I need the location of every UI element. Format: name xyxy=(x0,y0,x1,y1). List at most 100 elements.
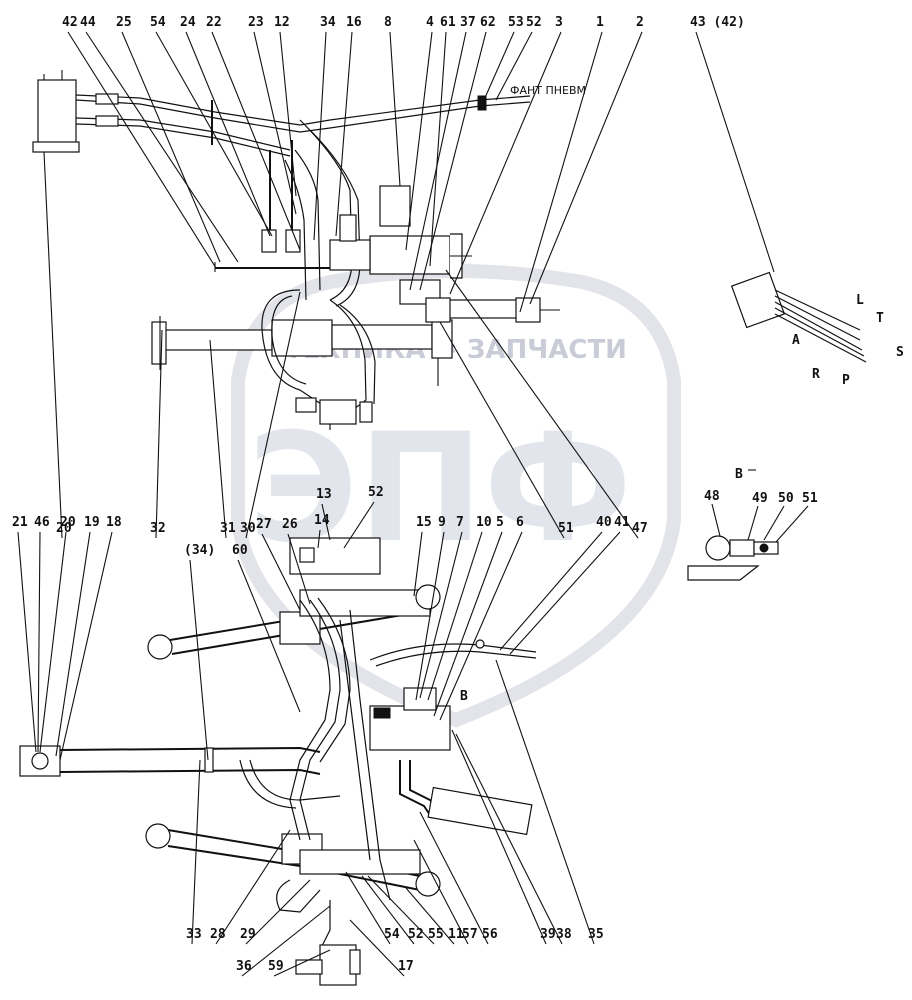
callout-top-17: 3 xyxy=(449,15,563,295)
callout-number: 2 xyxy=(636,15,644,30)
callout-number: 32 xyxy=(150,521,166,536)
callout-number: 57 xyxy=(462,927,478,942)
callout-lower_top-4: 18 xyxy=(59,515,122,761)
control-valve-block xyxy=(37,79,77,151)
callout-number: 7 xyxy=(456,515,464,530)
pipe-clamp-right xyxy=(427,786,533,836)
callout-number: 61 xyxy=(440,15,456,30)
leader-line xyxy=(37,531,41,753)
callout-lower_top-13: 9 xyxy=(415,515,446,701)
leader-line xyxy=(449,31,562,295)
callout-number: 40 xyxy=(596,515,612,530)
callout-number: 47 xyxy=(632,521,648,536)
callout-number: 60 xyxy=(232,543,248,558)
callout-number: 20 xyxy=(56,521,72,536)
callout-number: 41 xyxy=(614,515,630,530)
marker-b: В xyxy=(460,689,468,704)
leader-line xyxy=(321,503,331,541)
callout-number: 20 xyxy=(60,515,76,530)
callout-number: 9 xyxy=(438,515,446,530)
callout-lower_top-10: 52 xyxy=(343,485,384,549)
leader-line xyxy=(451,729,547,945)
leader-line xyxy=(415,531,445,701)
callout-number: 22 xyxy=(206,15,222,30)
callout-lower_top-14: 7 xyxy=(419,515,464,699)
callout-number: 3 xyxy=(555,15,563,30)
top-tag: ФАНТ ПНЕВМ xyxy=(510,84,586,97)
leader-line xyxy=(237,559,301,713)
callout-number: 56 xyxy=(482,927,498,942)
callout-number: 10 xyxy=(476,515,492,530)
leader-line xyxy=(39,531,67,753)
hydraulic-cylinder-mid xyxy=(271,319,333,357)
callout-number: 26 xyxy=(282,517,298,532)
callout-lower_top-5: (34) xyxy=(184,543,215,761)
leader-line xyxy=(85,31,239,263)
leader-line xyxy=(455,733,563,945)
leader-line xyxy=(405,31,433,251)
callout-lower_top-18: 40 xyxy=(499,515,612,651)
callout-lower_top-8: 26 xyxy=(282,517,311,605)
callout-number: 24 xyxy=(180,15,196,30)
leader-line xyxy=(43,151,63,539)
callout-number: 37 xyxy=(460,15,476,30)
inset-label-49: 49 xyxy=(752,491,768,506)
leader-line xyxy=(245,879,311,945)
leader-line xyxy=(509,531,621,655)
callout-bottom-7: 55 xyxy=(367,875,444,945)
leader-line xyxy=(483,31,515,101)
callout-top-20: 43 (42) xyxy=(690,15,775,273)
leader-line xyxy=(361,875,415,945)
hose-label-l: L xyxy=(856,293,864,308)
leader-line xyxy=(349,919,405,977)
callout-top-13: 37 xyxy=(409,15,476,291)
callout-lower_top-15: 10 xyxy=(427,515,492,701)
callout-number: 62 xyxy=(480,15,496,30)
callout-number: 28 xyxy=(210,927,226,942)
leader-line xyxy=(211,31,301,251)
callout-number: 52 xyxy=(368,485,384,500)
callout-lower_top-16: 5 xyxy=(433,515,504,717)
callout-number: 46 xyxy=(34,515,50,530)
leader-line xyxy=(695,31,775,273)
leader-line xyxy=(519,31,603,313)
leader-line xyxy=(419,811,489,945)
callout-number: 35 xyxy=(588,927,604,942)
callout-bottom-4: 59 xyxy=(268,949,331,977)
leader-line xyxy=(279,31,297,197)
leader-line xyxy=(495,31,533,101)
callout-top-18: 1 xyxy=(519,15,604,313)
callout-top-19: 2 xyxy=(529,15,644,305)
leader-line xyxy=(17,531,37,753)
leader-line xyxy=(241,905,331,977)
callout-top-4: 24 xyxy=(180,15,271,237)
callout-bottom-8: 11 xyxy=(405,887,464,945)
callout-number: (34) xyxy=(184,543,215,558)
callout-bottom-0: 33 xyxy=(186,759,202,945)
callout-middle-5: 47 xyxy=(445,269,648,539)
callout-bottom-9: 57 xyxy=(413,839,478,945)
callout-number: 52 xyxy=(408,927,424,942)
hydraulic-cylinder-upper xyxy=(369,235,451,275)
leader-line xyxy=(245,291,301,539)
inset-label-51: 51 xyxy=(802,491,818,506)
callout-top-6: 23 xyxy=(248,15,297,215)
hose-label-p: P xyxy=(842,373,850,388)
callout-number: 1 xyxy=(596,15,604,30)
callout-top-14: 62 xyxy=(419,15,496,291)
callout-number: 36 xyxy=(236,959,252,974)
leader-line xyxy=(273,949,331,977)
hose-label-t: T xyxy=(876,311,884,326)
callout-lower_top-12: 15 xyxy=(413,515,432,597)
callout-number: 23 xyxy=(248,15,264,30)
callout-lower_top-17: 6 xyxy=(439,515,524,721)
hose-label-a: A xyxy=(792,333,800,348)
hose-bundle-detail: L T A R S P xyxy=(730,271,904,388)
callout-middle-1: 32 xyxy=(150,329,166,539)
leader-line xyxy=(55,531,91,757)
leader-line xyxy=(495,659,595,945)
inset-detail: В 48 49 50 51 xyxy=(687,467,818,581)
leader-line xyxy=(313,31,327,241)
callout-bottom-14: 17 xyxy=(349,919,414,977)
